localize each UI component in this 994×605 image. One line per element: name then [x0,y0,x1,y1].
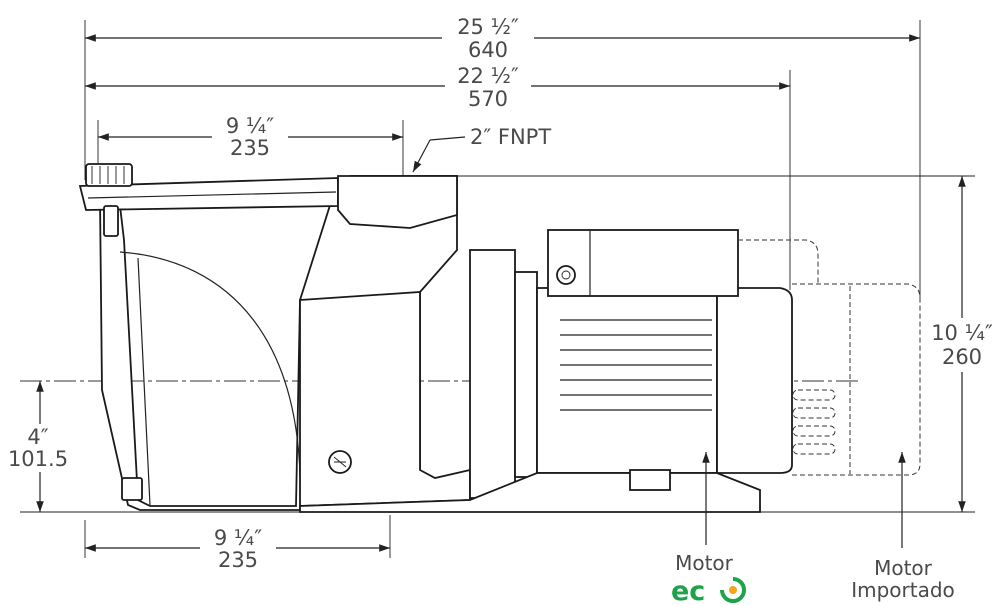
port-size-label: 2″ FNPT [470,125,551,149]
height-mm: 260 [942,345,982,369]
motor-labels: Motor ec Motor Importado [671,551,955,605]
motor-imported-label-line1: Motor [874,556,933,580]
height-inches: 10 ¼″ [931,321,993,345]
motor-end-length-inches: 22 ½″ [457,64,519,88]
top-port-mm: 235 [230,136,270,160]
eco-logo-text: ec [671,576,705,605]
motor-imported-label-line2: Importado [851,578,955,602]
bottom-port-mm: 235 [218,548,258,572]
motor-fins [560,319,712,411]
eco-swirl-icon [719,576,746,603]
motor-end-length-mm: 570 [468,87,508,111]
eco-logo: ec [671,576,746,605]
top-port-inches: 9 ¼″ [226,114,274,138]
imported-motor-outline [738,239,921,476]
overall-length-inches: 25 ½″ [457,15,519,39]
dimension-labels: 25 ½″ 640 22 ½″ 570 9 ¼″ 235 2″ FNPT 9 ¼… [4,13,994,572]
bottom-port-inches: 9 ¼″ [214,526,262,550]
pump-drawing [78,163,793,513]
motor-eco-label: Motor [675,551,734,575]
axis-height-inches: 4″ [27,425,48,449]
leader-arrows [412,136,906,548]
axis-height-mm: 101.5 [8,447,68,471]
overall-length-mm: 640 [468,38,508,62]
